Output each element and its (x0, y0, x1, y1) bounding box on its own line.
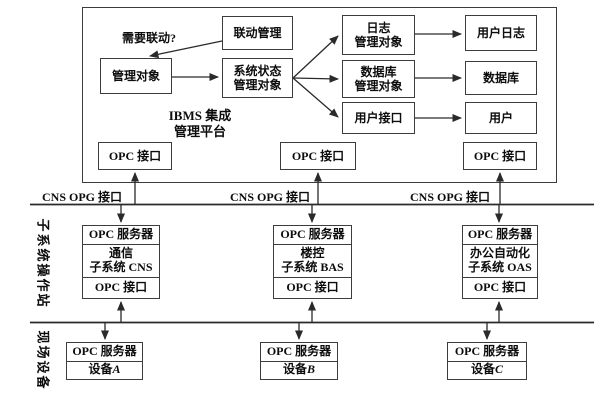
user-interface-box: 用户接口 (342, 102, 415, 134)
device-b-opc-server: OPC 服务器 (266, 343, 332, 358)
device-c-opc-server: OPC 服务器 (454, 343, 520, 358)
subsystem-cns-name-line2: 子系统 CNS (89, 260, 153, 274)
cns-opg-label-right: CNS OPG 接口 (409, 190, 490, 204)
device-a-name-prefix: 设备 (88, 362, 113, 377)
platform-title-line1: IBMS 集成 (168, 108, 232, 123)
need-linkage-label: 需要联动? (122, 31, 177, 45)
subsystem-station-label: 子系统操作站 (35, 218, 51, 309)
subsystem-oas-stack: OPC 服务器 办公自动化 子系统 OAS OPC 接口 (462, 225, 538, 299)
subsystem-bas-stack: OPC 服务器 楼控 子系统 BAS OPC 接口 (273, 225, 352, 299)
subsystem-oas-name-line2: 子系统 OAS (468, 260, 532, 274)
user-log-box: 用户日志 (465, 15, 537, 51)
system-status-line2: 管理对象 (233, 78, 282, 92)
field-device-label: 现场设备 (35, 330, 51, 391)
subsystem-oas-name: 办公自动化 子系统 OAS (463, 244, 537, 277)
device-a-letter: A (112, 362, 121, 377)
ibms-platform-frame (82, 7, 557, 183)
subsystem-bas-opc-server: OPC 服务器 (280, 227, 345, 242)
device-b-letter: B (307, 362, 316, 377)
platform-title-line2: 管理平台 (173, 124, 226, 140)
system-status-object-box: 系统状态 管理对象 (222, 58, 293, 98)
subsystem-cns-name: 通信 子系统 CNS (83, 244, 159, 277)
platform-opc-interface-mid: OPC 接口 (280, 142, 356, 170)
platform-opc-interface-right: OPC 接口 (463, 142, 537, 170)
device-b-name-prefix: 设备 (282, 362, 307, 377)
device-a-opc-server: OPC 服务器 (72, 343, 137, 358)
cns-opg-label-left: CNS OPG 接口 (41, 190, 122, 204)
cns-opg-label-mid: CNS OPG 接口 (229, 190, 310, 204)
subsystem-cns-stack: OPC 服务器 通信 子系统 CNS OPC 接口 (82, 225, 160, 299)
subsystem-cns-opc-interface: OPC 接口 (83, 277, 159, 298)
device-c-letter: C (495, 362, 504, 377)
subsystem-bas-opc-interface: OPC 接口 (274, 277, 351, 298)
platform-opc-interface-left: OPC 接口 (98, 142, 172, 170)
subsystem-oas-name-line1: 办公自动化 (469, 246, 530, 261)
database-object-box: 数据库 管理对象 (342, 60, 415, 98)
log-object-line1: 日志 (366, 20, 391, 35)
device-c-name-prefix: 设备 (470, 362, 495, 377)
subsystem-bas-name-line2: 子系统 BAS (281, 260, 344, 274)
linkage-management-box: 联动管理 (222, 16, 293, 50)
log-object-line2: 管理对象 (354, 35, 403, 49)
user-box: 用户 (465, 102, 537, 134)
platform-title: IBMS 集成 管理平台 (155, 108, 245, 141)
device-b-stack: OPC 服务器 设备 B (260, 342, 338, 380)
management-object-box: 管理对象 (100, 58, 172, 94)
device-a-name: 设备 A (67, 360, 142, 380)
subsystem-cns-opc-server: OPC 服务器 (88, 227, 154, 242)
database-object-line1: 数据库 (360, 64, 397, 79)
log-object-box: 日志 管理对象 (342, 15, 415, 55)
system-status-line1: 系统状态 (233, 63, 282, 78)
database-object-line2: 管理对象 (354, 79, 403, 93)
subsystem-oas-opc-interface: OPC 接口 (463, 277, 537, 298)
subsystem-bas-name: 楼控 子系统 BAS (274, 244, 351, 277)
device-c-name: 设备 C (448, 360, 526, 380)
device-c-stack: OPC 服务器 设备 C (447, 342, 527, 380)
database-box: 数据库 (465, 61, 537, 95)
subsystem-bas-name-line1: 楼控 (300, 246, 325, 261)
subsystem-cns-name-line1: 通信 (108, 246, 133, 261)
device-a-stack: OPC 服务器 设备 A (66, 342, 143, 380)
subsystem-oas-opc-server: OPC 服务器 (467, 227, 533, 242)
device-b-name: 设备 B (261, 360, 337, 380)
